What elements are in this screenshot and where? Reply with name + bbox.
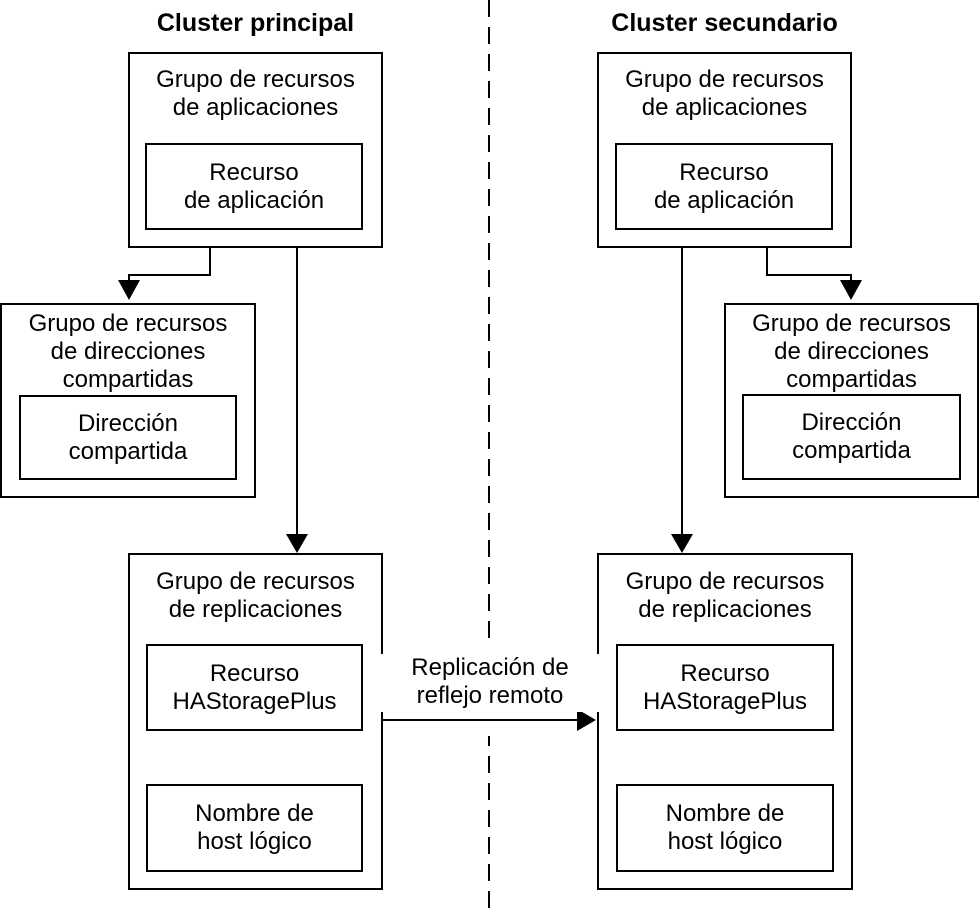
primary-app-to-shared-arrow xyxy=(118,247,211,300)
secondary-replication-group-box: Grupo de recursos de replicaciones Recur… xyxy=(597,553,853,890)
primary-shared-address-group-box: Grupo de recursos de direcciones compart… xyxy=(0,303,256,498)
secondary-app-to-replication-arrow xyxy=(671,247,693,553)
remote-mirror-replication-arrow xyxy=(383,709,596,731)
primary-shared-address-group-label: Grupo de recursos de direcciones compart… xyxy=(28,310,228,393)
primary-app-to-replication-arrow xyxy=(286,247,308,553)
primary-replication-group-box: Grupo de recursos de replicaciones Recur… xyxy=(128,553,383,890)
primary-app-resource-box: Recurso de aplicación xyxy=(145,143,363,230)
primary-logical-hostname-box: Nombre de host lógico xyxy=(146,784,363,872)
secondary-shared-address-box: Dirección compartida xyxy=(742,394,961,480)
primary-hastorageplus-box: Recurso HAStoragePlus xyxy=(146,644,363,731)
secondary-app-to-shared-arrow xyxy=(766,247,862,300)
secondary-hastorageplus-box: Recurso HAStoragePlus xyxy=(616,644,834,731)
primary-shared-address-box: Dirección compartida xyxy=(19,395,237,480)
primary-replication-group-label: Grupo de recursos de replicaciones xyxy=(156,568,355,623)
secondary-logical-hostname-box: Nombre de host lógico xyxy=(616,784,834,872)
primary-cluster-title: Cluster principal xyxy=(156,9,355,37)
secondary-app-resource-box: Recurso de aplicación xyxy=(615,143,833,230)
secondary-app-resource-group-box: Grupo de recursos de aplicaciones Recurs… xyxy=(597,52,852,248)
primary-app-resource-group-box: Grupo de recursos de aplicaciones Recurs… xyxy=(128,52,383,248)
remote-mirror-replication-label: Replicación de reflejo remoto xyxy=(380,654,600,712)
secondary-shared-address-group-label: Grupo de recursos de direcciones compart… xyxy=(752,310,951,393)
secondary-replication-group-label: Grupo de recursos de replicaciones xyxy=(625,568,825,623)
secondary-cluster-title: Cluster secundario xyxy=(611,9,838,37)
primary-app-resource-group-label: Grupo de recursos de aplicaciones xyxy=(156,66,355,121)
secondary-shared-address-group-box: Grupo de recursos de direcciones compart… xyxy=(724,303,979,498)
secondary-app-resource-group-label: Grupo de recursos de aplicaciones xyxy=(625,66,824,121)
